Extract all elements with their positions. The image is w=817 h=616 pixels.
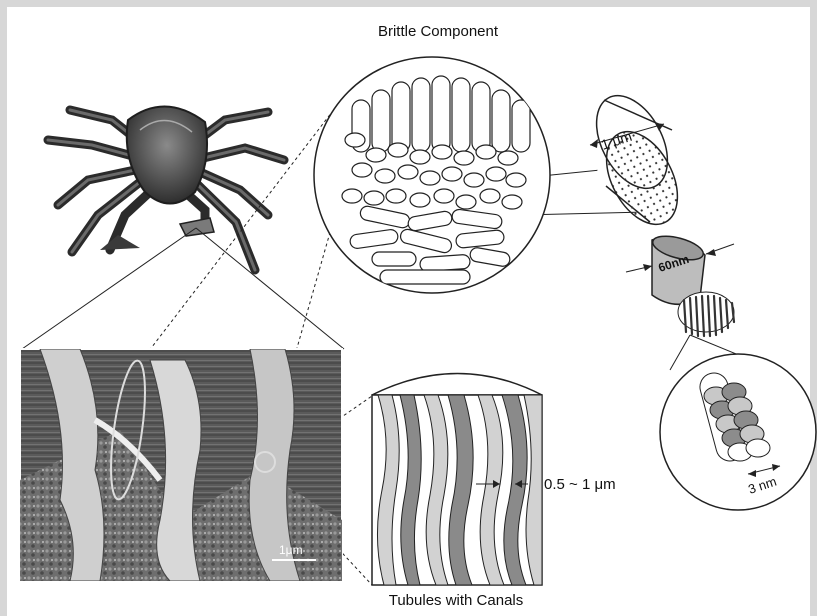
- tubules-panel: [372, 374, 542, 586]
- sem-scale-bar-label: 1μm: [279, 543, 303, 557]
- nanofibril-cylinder: [626, 232, 734, 336]
- brittle-component-label: Brittle Component: [378, 23, 499, 40]
- spider-crab-image: [48, 106, 284, 270]
- tubules-with-canals-label: Tubules with Canals: [389, 592, 524, 609]
- molecular-circle: [660, 354, 816, 510]
- brittle-component-circle: [314, 57, 550, 293]
- canal-spacing-label: 0.5 ~ 1 μm: [544, 476, 616, 493]
